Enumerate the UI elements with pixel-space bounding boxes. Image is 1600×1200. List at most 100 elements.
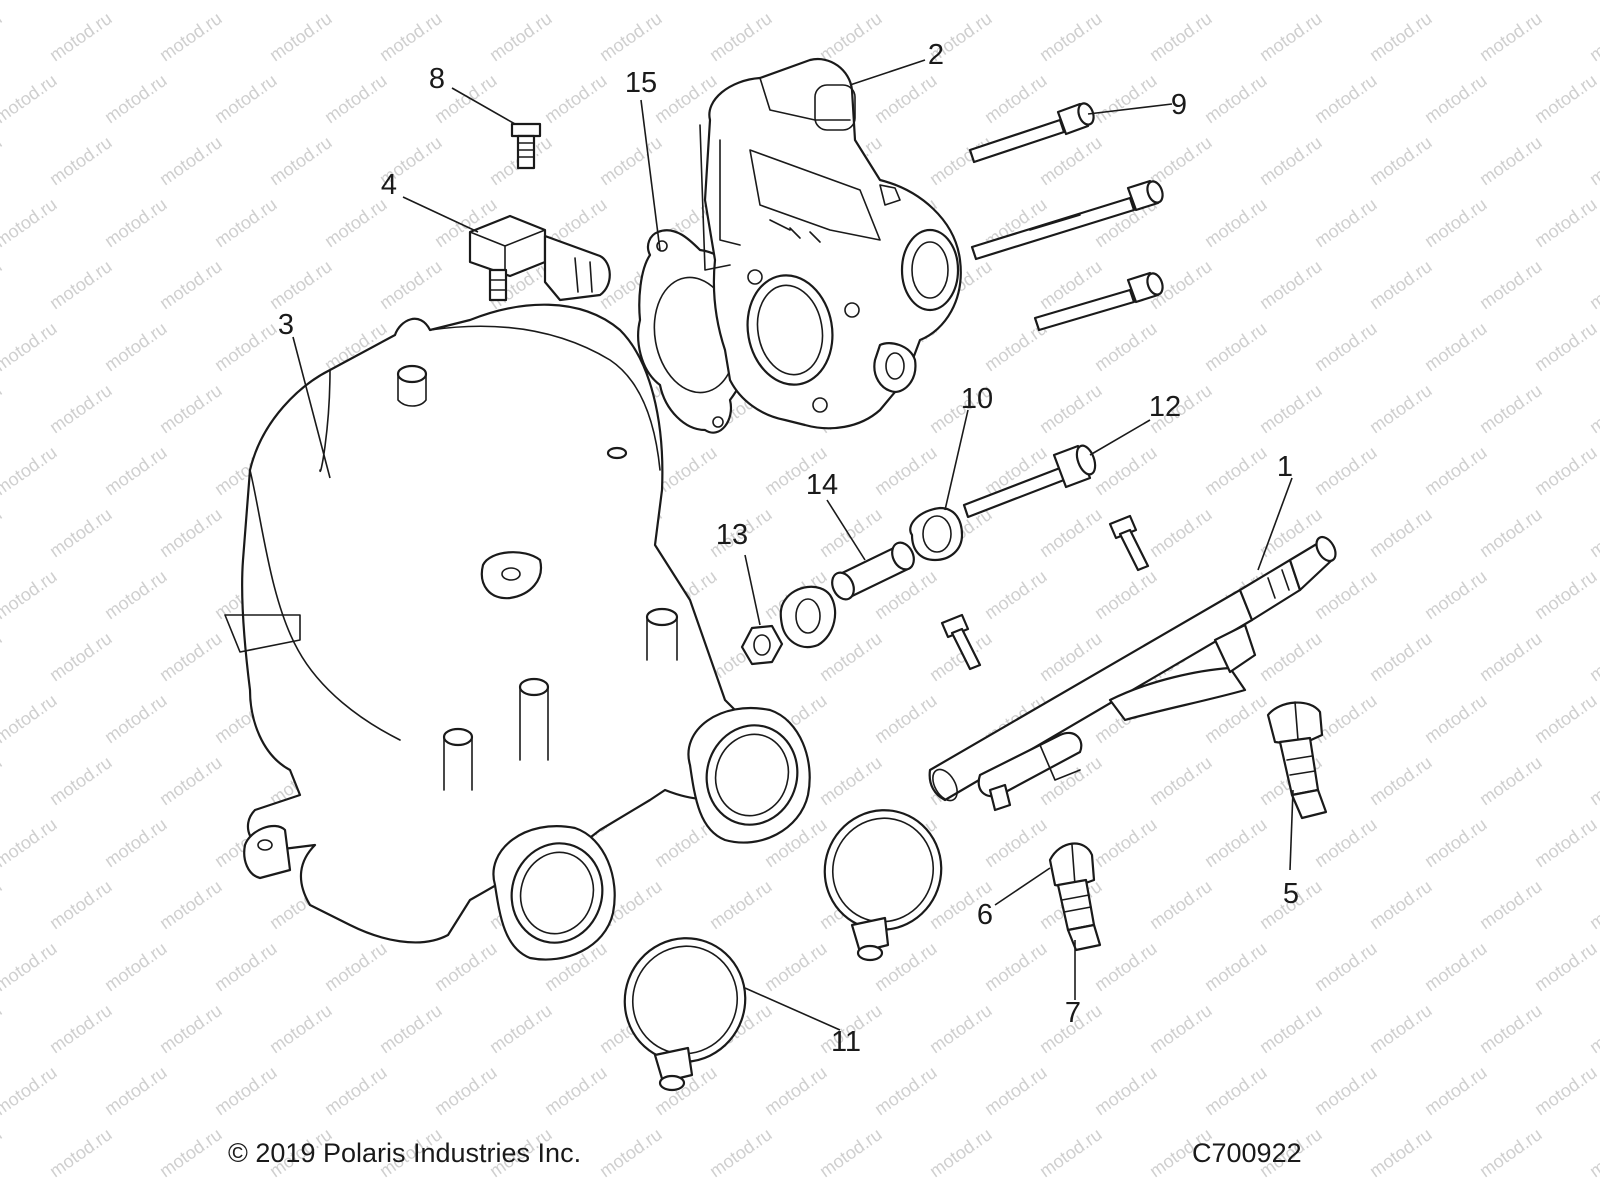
watermark-text: motod.ru bbox=[156, 628, 226, 685]
watermark-text: motod.ru bbox=[1421, 442, 1491, 499]
throttle-body-bolts bbox=[968, 102, 1164, 332]
watermark-text: motod.ru bbox=[431, 1062, 501, 1119]
callout-labels: 1 2 3 4 5 6 7 8 9 10 11 12 13 14 15 bbox=[278, 39, 1299, 1058]
watermark-text: motod.ru bbox=[1201, 1062, 1271, 1119]
watermark-text: motod.ru bbox=[266, 8, 336, 65]
hose-clamp-lower bbox=[623, 937, 747, 1092]
watermark-text: motod.ru bbox=[1256, 1000, 1326, 1057]
watermark-text: motod.ru bbox=[1586, 628, 1600, 685]
watermark-text: motod.ru bbox=[761, 1062, 831, 1119]
leader-1 bbox=[1257, 477, 1293, 571]
watermark-text: motod.ru bbox=[101, 70, 171, 127]
watermark-text: motod.ru bbox=[1421, 938, 1491, 995]
watermark-text: motod.ru bbox=[1201, 442, 1271, 499]
bolt-long-3 bbox=[1033, 271, 1164, 332]
watermark-text: motod.ru bbox=[46, 8, 116, 65]
watermark-text: motod.ru bbox=[321, 1062, 391, 1119]
leader-6 bbox=[994, 867, 1051, 906]
watermark-text: motod.ru bbox=[1366, 504, 1436, 561]
watermark-text: motod.ru bbox=[1531, 70, 1600, 127]
watermark-text: motod.ru bbox=[266, 1000, 336, 1057]
watermark-text: motod.ru bbox=[321, 70, 391, 127]
watermark-text: motod.ru bbox=[1366, 876, 1436, 933]
watermark-text: motod.ru bbox=[871, 690, 941, 747]
watermark-text: motod.ru bbox=[46, 504, 116, 561]
fuel-rail bbox=[928, 535, 1337, 812]
watermark-text: motod.ru bbox=[1311, 938, 1381, 995]
watermark-text: motod.ru bbox=[1476, 752, 1546, 809]
throttle-body bbox=[699, 57, 962, 430]
watermark-text: motod.ru bbox=[1036, 1124, 1106, 1181]
watermark-text: motod.ru bbox=[0, 1000, 5, 1057]
watermark-text: motod.ru bbox=[706, 876, 776, 933]
callout-12: 12 bbox=[1149, 391, 1181, 423]
callout-14: 14 bbox=[806, 469, 838, 501]
watermark-text: motod.ru bbox=[981, 938, 1051, 995]
watermark-text: motod.ru bbox=[321, 938, 391, 995]
watermark-text: motod.ru bbox=[1311, 814, 1381, 871]
watermark-text: motod.ru bbox=[706, 8, 776, 65]
leader-14 bbox=[826, 499, 866, 561]
watermark-text: motod.ru bbox=[211, 70, 281, 127]
watermark-text: motod.ru bbox=[101, 442, 171, 499]
watermark-text: motod.ru bbox=[1476, 1000, 1546, 1057]
watermark-text: motod.ru bbox=[871, 70, 941, 127]
watermark-text: motod.ru bbox=[486, 8, 556, 65]
watermark-text: motod.ru bbox=[0, 318, 60, 375]
watermark-text: motod.ru bbox=[1531, 194, 1600, 251]
watermark-text: motod.ru bbox=[1421, 318, 1491, 375]
callout-5: 5 bbox=[1283, 878, 1299, 910]
watermark-text: motod.ru bbox=[0, 876, 5, 933]
watermark-text: motod.ru bbox=[0, 504, 5, 561]
leader-5 bbox=[1289, 789, 1294, 871]
watermark-text: motod.ru bbox=[1256, 380, 1326, 437]
bolt-sensor bbox=[510, 122, 542, 170]
watermark-text: motod.ru bbox=[1311, 194, 1381, 251]
watermark-text: motod.ru bbox=[1311, 566, 1381, 623]
watermark-text: motod.ru bbox=[211, 318, 281, 375]
watermark-text: motod.ru bbox=[1421, 70, 1491, 127]
watermark-text: motod.ru bbox=[1476, 132, 1546, 189]
watermark-text: motod.ru bbox=[46, 876, 116, 933]
watermark-text: motod.ru bbox=[0, 380, 5, 437]
watermark-text: motod.ru bbox=[46, 628, 116, 685]
callout-6: 6 bbox=[977, 899, 993, 931]
watermark-text: motod.ru bbox=[596, 132, 666, 189]
watermark-text: motod.ru bbox=[376, 1000, 446, 1057]
watermark-text: motod.ru bbox=[431, 938, 501, 995]
watermark-text: motod.ru bbox=[1531, 0, 1600, 3]
watermark-text: motod.ru bbox=[376, 8, 446, 65]
nut bbox=[740, 624, 784, 666]
watermark-text: motod.ru bbox=[321, 194, 391, 251]
small-bolt-upper bbox=[1108, 514, 1150, 572]
watermark-text: motod.ru bbox=[1366, 628, 1436, 685]
watermark-text: motod.ru bbox=[981, 566, 1051, 623]
watermark-text: motod.ru bbox=[1421, 814, 1491, 871]
watermark-text: motod.ru bbox=[1091, 442, 1161, 499]
watermark-text: motod.ru bbox=[596, 1124, 666, 1181]
watermark-text: motod.ru bbox=[46, 132, 116, 189]
watermark-text: motod.ru bbox=[981, 70, 1051, 127]
watermark-text: motod.ru bbox=[1531, 1062, 1600, 1119]
watermark-text: motod.ru bbox=[0, 752, 5, 809]
watermark-text: motod.ru bbox=[101, 690, 171, 747]
watermark-text: motod.ru bbox=[0, 1062, 60, 1119]
watermark-text: motod.ru bbox=[486, 1000, 556, 1057]
watermark-text: motod.ru bbox=[1421, 566, 1491, 623]
watermark-text: motod.ru bbox=[1366, 8, 1436, 65]
callout-7: 7 bbox=[1065, 997, 1081, 1029]
watermark-text: motod.ru bbox=[156, 380, 226, 437]
watermark-text: motod.ru bbox=[706, 1124, 776, 1181]
watermark-text: motod.ru bbox=[156, 876, 226, 933]
watermark-text: motod.ru bbox=[101, 194, 171, 251]
watermark-text: motod.ru bbox=[981, 1062, 1051, 1119]
watermark-text: motod.ru bbox=[816, 752, 886, 809]
watermark-text: motod.ru bbox=[1201, 70, 1271, 127]
watermark-text: motod.ru bbox=[46, 1000, 116, 1057]
watermark-text: motod.ru bbox=[1586, 876, 1600, 933]
watermark-text: motod.ru bbox=[1146, 132, 1216, 189]
watermark-text: motod.ru bbox=[1531, 566, 1600, 623]
watermark-text: motod.ru bbox=[871, 0, 941, 3]
callout-2: 2 bbox=[928, 39, 944, 71]
